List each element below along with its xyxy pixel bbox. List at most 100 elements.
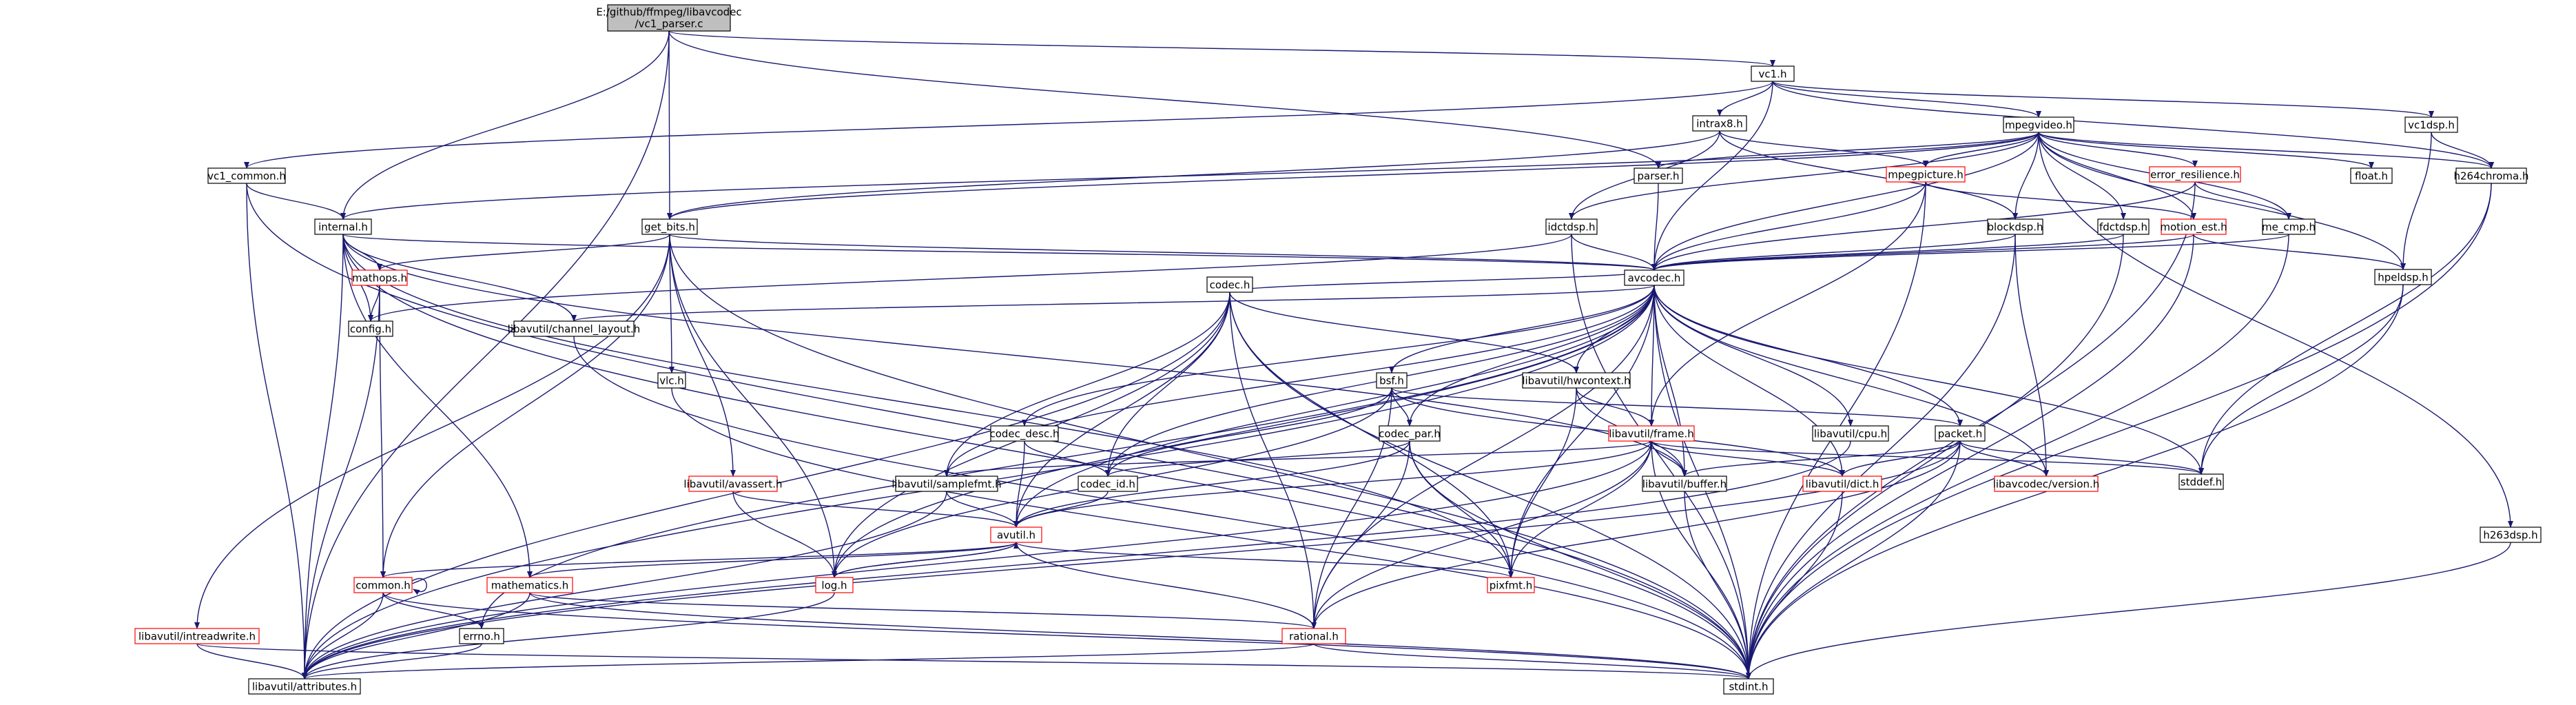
avcodec-box [1624,269,1684,286]
mpegvideo-node[interactable]: mpegvideo.h [2003,116,2074,133]
errno-node[interactable]: errno.h [459,628,504,644]
mathematics-node[interactable]: mathematics.h [486,577,573,593]
edge-root-to-parser [668,30,1661,169]
intreadwrite-label: libavutil/intreadwrite.h [138,631,256,643]
codec_id-node[interactable]: codec_id.h [1078,476,1138,492]
mpegpicture-box [1886,166,1966,183]
edge-get_bits-to-log [669,234,837,578]
edge-mathematics-to-stdint [529,592,1751,680]
root-file-node[interactable]: E:/github/ffmpeg/libavcodec/vc1_parser.c [596,4,742,32]
hwcontext-node[interactable]: libavutil/hwcontext.h [1522,372,1631,389]
avcodec-node[interactable]: avcodec.h [1624,269,1684,286]
edge-common-to-errno [382,592,484,629]
h263dsp-node[interactable]: h263dsp.h [2480,527,2542,543]
edge-mpegpicture-to-frame [1649,181,1926,427]
mpegpicture-node[interactable]: mpegpicture.h [1886,166,1966,183]
h264chroma-node[interactable]: h264chroma.h [2454,167,2529,184]
bsf-label: bsf.h [1379,375,1404,387]
vc1dsp-node[interactable]: vc1dsp.h [2404,116,2458,133]
error_resilience-label: error_resilience.h [2150,169,2240,182]
codec_desc-node[interactable]: codec_desc.h [989,425,1060,442]
packet-label: packet.h [1938,428,1983,440]
vc1-node[interactable]: vc1.h [1751,65,1795,82]
edge-internal-to-stdint [342,234,1751,680]
bsf-node[interactable]: bsf.h [1376,372,1408,389]
fdctdsp-box [2097,218,2150,235]
edge-avcodec-to-codec [1227,269,1655,293]
attributes-node[interactable]: libavutil/attributes.h [248,678,361,695]
mathops-node[interactable]: mathops.h [351,269,408,286]
codec-box [1206,276,1253,293]
edge-avcodec-to-bsf [1389,285,1655,374]
edge-hpeldsp-to-stddef [2198,284,2404,475]
rational-node[interactable]: rational.h [1281,628,1346,644]
edge-codec-to-stdint [1229,292,1751,680]
codec_par-box [1379,425,1441,442]
edge-me_cmp-to-avcodec [1651,234,2289,271]
edge-mpegpicture-to-avcodec [1651,181,1926,271]
codec-node[interactable]: codec.h [1206,276,1253,293]
rational-box [1281,628,1346,644]
avcodec-label: avcodec.h [1628,272,1681,285]
vc1_common-label: vc1_common.h [207,170,286,183]
edge-me_cmp-to-stdint [1746,234,2289,680]
cpu-node[interactable]: libavutil/cpu.h [1812,425,1889,442]
vc1_common-node[interactable]: vc1_common.h [207,167,286,184]
common-node[interactable]: common.h [353,577,413,593]
blockdsp-node[interactable]: blockdsp.h [1987,218,2043,235]
stdint-box [1723,678,1774,695]
vlc-node[interactable]: vlc.h [657,372,686,389]
channel_layout-node[interactable]: libavutil/channel_layout.h [508,320,641,337]
pixfmt-box [1487,577,1535,593]
parser-node[interactable]: parser.h [1634,167,1683,184]
edge-vc1-to-mpegvideo [1772,81,2041,118]
edge-packet-to-stddef [1959,440,2204,475]
avassert-node[interactable]: libavutil/avassert.h [683,476,783,492]
log-node[interactable]: log.h [815,577,854,593]
edge-avcodec-to-avutil [1013,285,1655,528]
frame-label: libavutil/frame.h [1609,428,1693,440]
get_bits-node[interactable]: get_bits.h [641,218,698,235]
avutil-node[interactable]: avutil.h [990,527,1042,543]
edge-common-to-stdint [382,592,1751,680]
nodes-layer: E:/github/ffmpeg/libavcodec/vc1_parser.c… [134,4,2542,695]
motion_est-node[interactable]: motion_est.h [2160,218,2227,235]
float-node[interactable]: float.h [2350,167,2393,184]
fdctdsp-node[interactable]: fdctdsp.h [2097,218,2150,235]
stdint-node[interactable]: stdint.h [1723,678,1774,695]
edge-hwcontext-to-frame [1576,387,1654,427]
stddef-label: stddef.h [2181,476,2222,489]
frame-node[interactable]: libavutil/frame.h [1608,425,1695,442]
idctdsp-node[interactable]: idctdsp.h [1545,218,1598,235]
vc1_common-box [207,167,286,184]
hwcontext-label: libavutil/hwcontext.h [1522,375,1630,387]
version-node[interactable]: libavcodec/version.h [1993,476,2100,492]
config-node[interactable]: config.h [348,320,393,337]
intreadwrite-node[interactable]: libavutil/intreadwrite.h [134,628,260,644]
samplefmt-node[interactable]: libavutil/samplefmt.h [892,476,1002,492]
hpeldsp-label: hpeldsp.h [2378,272,2429,284]
pixfmt-node[interactable]: pixfmt.h [1487,577,1535,593]
mpegvideo-label: mpegvideo.h [2005,119,2072,132]
hpeldsp-node[interactable]: hpeldsp.h [2374,269,2432,285]
version-box [1994,476,2099,492]
stddef-node[interactable]: stddef.h [2178,473,2224,490]
packet-node[interactable]: packet.h [1935,425,1986,442]
buffer-node[interactable]: libavutil/buffer.h [1642,476,1727,492]
root-file-label-line2: /vc1_parser.c [635,18,703,31]
codec_par-node[interactable]: codec_par.h [1379,425,1441,442]
log-box [815,577,854,593]
intrax8-label: intrax8.h [1696,118,1743,130]
dict-node[interactable]: libavutil/dict.h [1802,476,1882,492]
me_cmp-node[interactable]: me_cmp.h [2262,218,2316,235]
edge-mpegvideo-to-motion_est [2038,132,2196,220]
internal-node[interactable]: internal.h [314,218,372,235]
intrax8-node[interactable]: intrax8.h [1692,115,1747,132]
edge-bsf-to-codec_id [1105,387,1392,477]
get_bits-box [641,218,698,235]
edge-get_bits-to-stdint [669,234,1751,680]
edge-h264chroma-to-stdint [1746,183,2492,680]
error_resilience-node[interactable]: error_resilience.h [2149,166,2241,183]
edge-avassert-to-avutil [732,491,1019,528]
me_cmp-box [2262,218,2316,235]
